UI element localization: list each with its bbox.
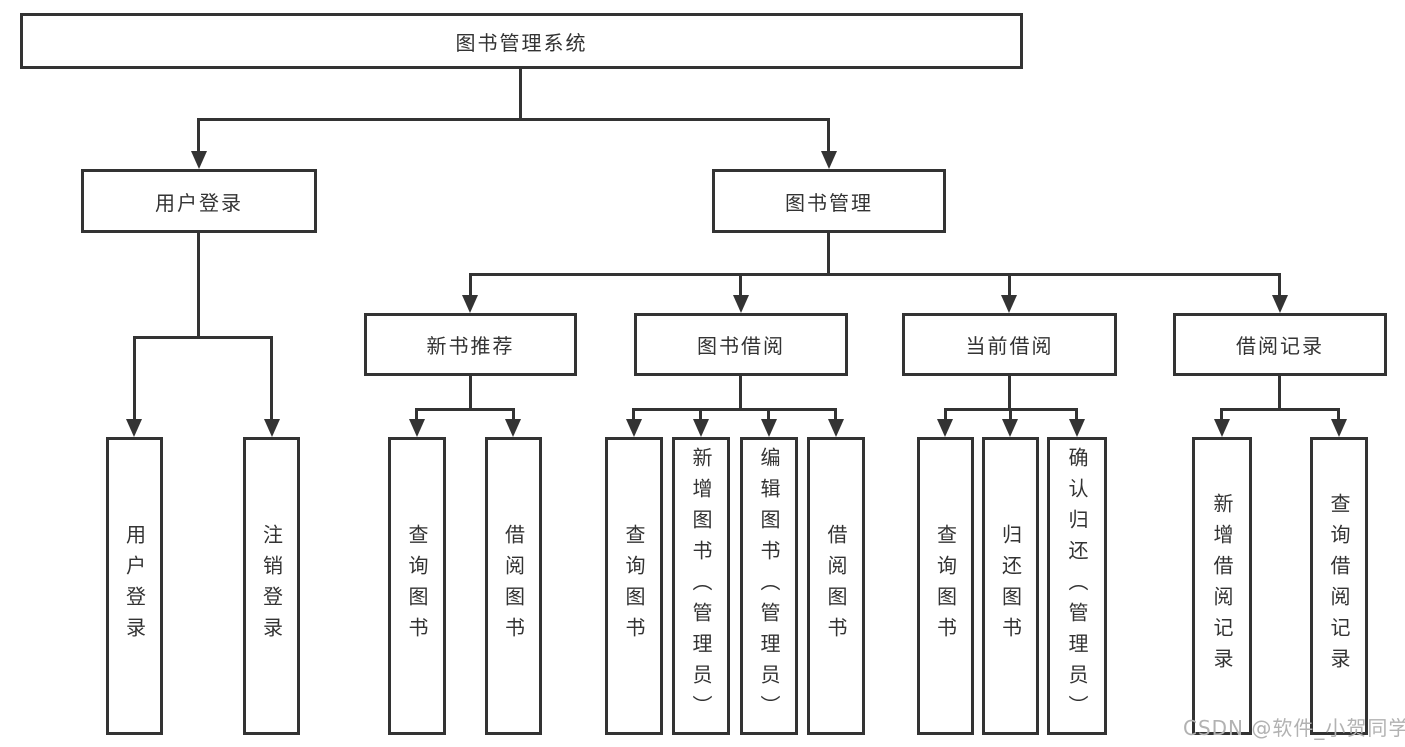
arrow-edit-book xyxy=(761,419,777,437)
connector-drop-confirm-return xyxy=(1075,408,1078,424)
arrow-book-borrow xyxy=(733,295,749,313)
connector-drop-book-borrow xyxy=(739,273,742,299)
connector-drop-query1 xyxy=(415,408,418,424)
arrow-borrow1 xyxy=(505,419,521,437)
connector-drop-leaf-user-login xyxy=(133,336,136,424)
connector-root-stem xyxy=(519,69,522,121)
arrow-confirm-return xyxy=(1069,419,1085,437)
arrow-query3 xyxy=(937,419,953,437)
node-user-login: 用户登录 xyxy=(81,169,317,233)
node-current-borrow: 当前借阅 xyxy=(902,313,1117,376)
connector-newbook-splitter xyxy=(415,408,515,411)
connector-drop-leaf-logout xyxy=(270,336,273,424)
connector-drop-book-management xyxy=(827,118,830,156)
arrow-book-management xyxy=(821,151,837,169)
connector-drop-borrow2 xyxy=(834,408,837,424)
connector-login-splitter xyxy=(133,336,273,339)
connector-borrow-splitter xyxy=(632,408,837,411)
connector-drop-edit-book xyxy=(767,408,770,424)
arrow-add-book xyxy=(693,419,709,437)
leaf-query-books-3: 查询图书 xyxy=(917,437,974,735)
connector-level3-splitter xyxy=(469,273,1281,276)
connector-drop-current-borrow xyxy=(1008,273,1011,299)
leaf-confirm-return-admin: 确认归还（管理员） xyxy=(1047,437,1107,735)
node-new-book-recommend: 新书推荐 xyxy=(364,313,577,376)
connector-drop-query2 xyxy=(632,408,635,424)
arrow-query1 xyxy=(409,419,425,437)
arrow-leaf-user-login xyxy=(126,419,142,437)
connector-drop-query3 xyxy=(944,408,947,424)
connector-login-stem xyxy=(197,233,200,339)
arrow-leaf-logout xyxy=(264,419,280,437)
leaf-add-books-admin: 新增图书（管理员） xyxy=(672,437,730,735)
connector-record-splitter xyxy=(1220,408,1340,411)
connector-borrow-stem xyxy=(739,376,742,411)
leaf-add-borrow-record: 新增借阅记录 xyxy=(1192,437,1252,735)
connector-current-stem xyxy=(1008,376,1011,411)
connector-record-stem xyxy=(1278,376,1281,411)
leaf-query-borrow-record: 查询借阅记录 xyxy=(1310,437,1368,735)
arrow-borrow-record xyxy=(1272,295,1288,313)
leaf-edit-books-admin: 编辑图书（管理员） xyxy=(740,437,798,735)
node-borrow-record: 借阅记录 xyxy=(1173,313,1387,376)
connector-drop-return-book xyxy=(1009,408,1012,424)
connector-mgmt-stem xyxy=(827,233,830,276)
node-root: 图书管理系统 xyxy=(20,13,1023,69)
leaf-borrow-books-1: 借阅图书 xyxy=(485,437,542,735)
arrow-borrow2 xyxy=(828,419,844,437)
leaf-return-books: 归还图书 xyxy=(982,437,1039,735)
connector-drop-add-book xyxy=(699,408,702,424)
leaf-query-books-2: 查询图书 xyxy=(605,437,663,735)
arrow-add-record xyxy=(1214,419,1230,437)
leaf-user-login: 用户登录 xyxy=(106,437,163,735)
node-book-borrow: 图书借阅 xyxy=(634,313,848,376)
connector-drop-user-login xyxy=(197,118,200,156)
leaf-borrow-books-2: 借阅图书 xyxy=(807,437,865,735)
arrow-new-book xyxy=(462,295,478,313)
arrow-current-borrow xyxy=(1001,295,1017,313)
arrow-user-login xyxy=(191,151,207,169)
node-book-management: 图书管理 xyxy=(712,169,946,233)
connector-drop-new-book xyxy=(469,273,472,299)
leaf-query-books-1: 查询图书 xyxy=(388,437,446,735)
arrow-query2 xyxy=(626,419,642,437)
csdn-watermark: CSDN @软件_小贺同学 xyxy=(1183,716,1405,740)
connector-newbook-stem xyxy=(469,376,472,411)
arrow-query-record xyxy=(1331,419,1347,437)
connector-level2-splitter xyxy=(197,118,830,121)
leaf-logout: 注销登录 xyxy=(243,437,300,735)
connector-drop-borrow-record xyxy=(1278,273,1281,299)
connector-drop-borrow1 xyxy=(512,408,515,424)
connector-drop-query-record xyxy=(1337,408,1340,424)
connector-drop-add-record xyxy=(1220,408,1223,424)
arrow-return-book xyxy=(1002,419,1018,437)
